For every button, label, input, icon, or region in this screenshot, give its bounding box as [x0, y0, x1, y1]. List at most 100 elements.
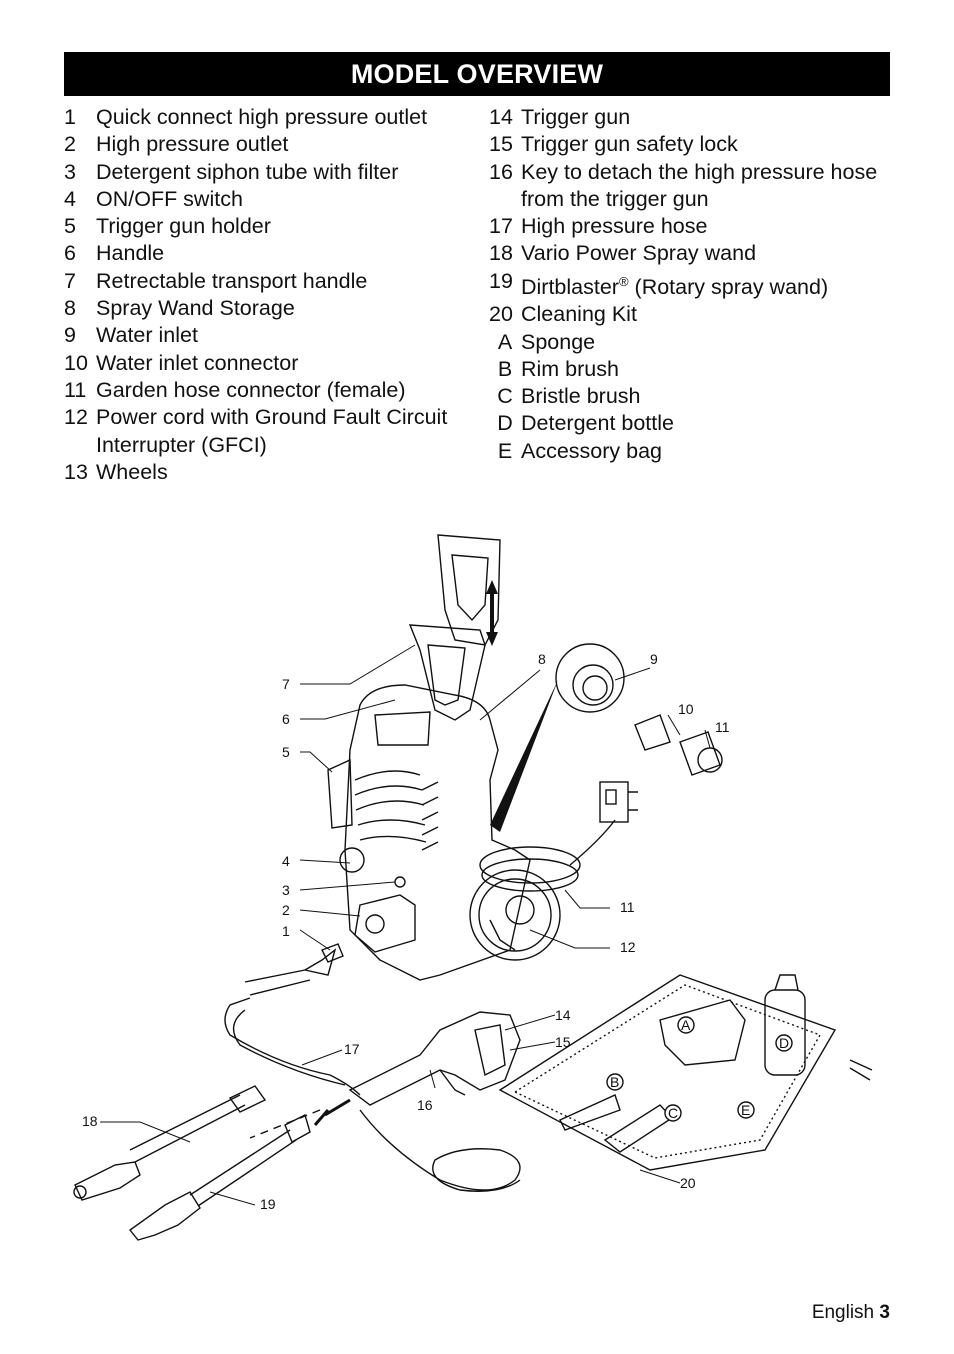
callout-7: 7 — [282, 676, 290, 692]
callout-6: 6 — [282, 711, 290, 727]
item-text: Trigger gun — [521, 105, 631, 129]
callout-8: 8 — [538, 651, 546, 667]
list-item: 16 Key to detach the high pressure hose f… — [489, 159, 899, 214]
list-item: 10 Water inlet connector — [64, 350, 474, 377]
list-item: E Accessory bag — [489, 438, 899, 465]
item-text: Quick connect high pressure outlet — [96, 105, 428, 129]
item-number: 1 — [64, 105, 76, 129]
page-title: MODEL OVERVIEW — [64, 52, 890, 96]
callout-18: 18 — [82, 1113, 98, 1129]
page-number: 3 — [879, 1302, 890, 1323]
spray-wands-drawing — [73, 1085, 321, 1241]
item-number: 13 — [64, 459, 88, 484]
list-item: 15 Trigger gun safety lock — [489, 131, 899, 158]
item-text: Trigger gun safety lock — [521, 132, 738, 157]
item-number: 8 — [64, 296, 76, 321]
item-text: Garden hose connector (female) — [96, 377, 406, 402]
item-text: Detergent siphon tube with filter — [96, 159, 399, 184]
callout-4: 4 — [282, 853, 290, 869]
item-text-brand: Dirtblaster — [521, 274, 619, 299]
kit-letter-b: B — [610, 1074, 619, 1090]
callout-11: 11 — [620, 899, 635, 915]
item-text: Bristle brush — [521, 384, 641, 409]
callout-2: 2 — [282, 902, 290, 918]
water-inlet-drawing — [490, 643, 723, 832]
callout-20: 20 — [680, 1175, 696, 1191]
item-text: Handle — [96, 241, 165, 266]
item-letter: E — [497, 438, 513, 463]
item-text: Key to detach the high pressure hose fro… — [521, 159, 878, 211]
callout-3: 3 — [282, 882, 290, 898]
item-number: 9 — [64, 323, 76, 348]
kit-letter-e: E — [741, 1102, 750, 1118]
callout-15: 15 — [555, 1034, 571, 1050]
callout-11-top: 11 — [715, 719, 730, 735]
list-item: 8 Spray Wand Storage — [64, 295, 474, 322]
callout-12: 12 — [620, 939, 636, 955]
item-text: Trigger gun holder — [96, 214, 271, 239]
footer-language: English — [811, 1302, 875, 1323]
item-number: 19 — [489, 268, 513, 293]
item-text: Accessory bag — [521, 438, 663, 463]
item-number: 15 — [489, 132, 513, 157]
item-number: 17 — [489, 214, 513, 239]
list-item: 11 Garden hose connector (female) — [64, 377, 474, 404]
item-number: 10 — [64, 350, 88, 375]
item-text: Rim brush — [521, 356, 619, 381]
item-number: 16 — [489, 159, 513, 184]
callout-10: 10 — [678, 701, 694, 717]
kit-letter-c: C — [668, 1105, 678, 1121]
callout-16: 16 — [417, 1097, 433, 1113]
callout-19: 19 — [260, 1196, 276, 1212]
item-letter: B — [497, 356, 513, 381]
item-text: Retrectable transport handle — [96, 268, 368, 293]
list-item: 19 Dirtblaster® (Rotary spray wand) — [489, 268, 899, 301]
list-item: 13 Wheels — [64, 459, 474, 486]
list-item: 20 Cleaning Kit — [489, 301, 899, 328]
cleaning-kit-drawing — [498, 974, 873, 1171]
item-number: 20 — [489, 302, 513, 327]
item-text: Sponge — [521, 329, 596, 354]
cord-and-plug-drawing — [479, 781, 638, 892]
callout-17: 17 — [344, 1041, 360, 1057]
item-text: Cleaning Kit — [521, 302, 637, 327]
callout-numbers: 7 6 5 4 3 2 1 8 9 10 11 11 12 14 15 16 1… — [82, 651, 730, 1212]
item-text: High pressure outlet — [96, 132, 289, 157]
trigger-gun-drawing — [313, 1011, 521, 1126]
pressure-washer-diagram: 7 6 5 4 3 2 1 8 9 10 11 11 12 14 15 16 1… — [73, 534, 873, 1241]
callout-lines — [100, 644, 711, 1206]
list-item: 1 Quick connect high pressure outlet — [64, 104, 474, 131]
item-text: ON/OFF switch — [96, 186, 243, 211]
item-number: 3 — [64, 159, 76, 184]
list-item: A Sponge — [489, 329, 899, 356]
item-text-rest: (Rotary spray wand) — [628, 274, 829, 299]
item-number: 11 — [64, 377, 87, 402]
item-text: Detergent bottle — [521, 411, 674, 436]
machine-body-drawing — [321, 624, 531, 981]
registered-mark: ® — [618, 273, 629, 289]
item-letter: A — [497, 329, 513, 354]
callout-9: 9 — [650, 651, 658, 667]
item-text: Vario Power Spray wand — [521, 241, 757, 266]
item-text: Water inlet connector — [96, 350, 299, 375]
item-text: Spray Wand Storage — [96, 296, 295, 321]
item-text: Wheels — [96, 459, 168, 484]
high-pressure-hose-drawing — [224, 969, 521, 1192]
callout-14: 14 — [555, 1007, 571, 1023]
wheel-drawing — [469, 869, 561, 961]
item-number: 12 — [64, 405, 88, 430]
kit-letter-a: A — [681, 1017, 691, 1033]
item-text: High pressure hose — [521, 214, 708, 239]
